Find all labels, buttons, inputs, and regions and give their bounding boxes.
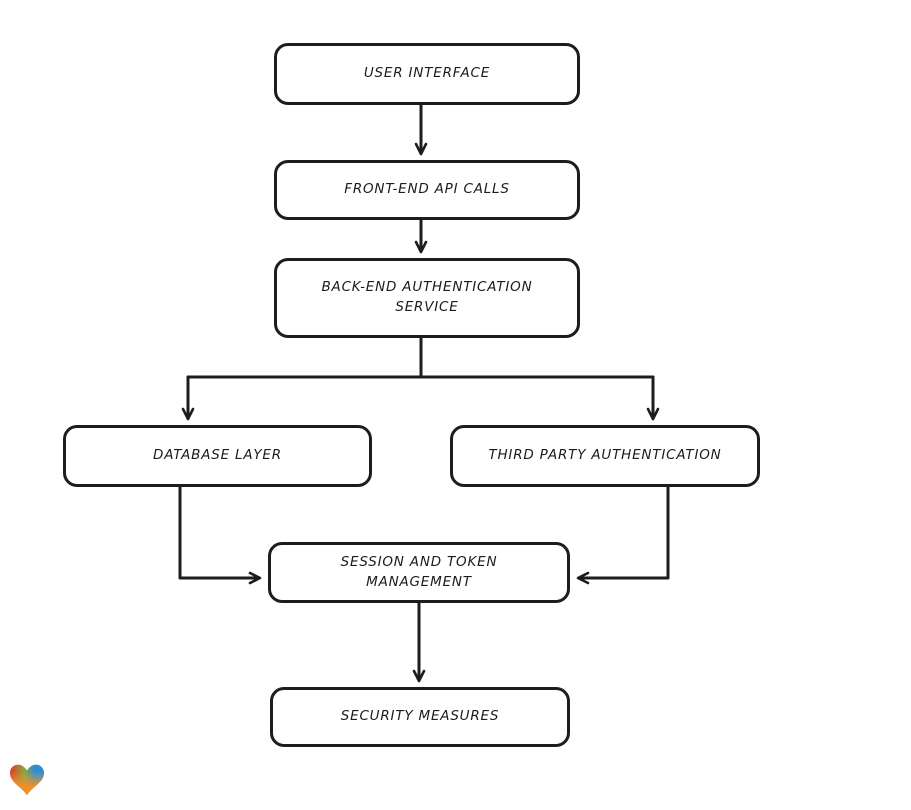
- node-label: BACK-END AUTHENTICATION SERVICE: [321, 279, 533, 315]
- node-label: SECURITY MEASURES: [340, 708, 500, 725]
- node-label: USER INTERFACE: [363, 65, 491, 82]
- node-label: SESSION AND TOKEN MANAGEMENT: [340, 553, 498, 590]
- node-front-end-api-calls: FRONT-END API CALLS: [274, 160, 580, 220]
- node-label: FRONT-END API CALLS: [344, 181, 510, 198]
- node-user-interface: USER INTERFACE: [274, 43, 580, 105]
- heart-icon: [10, 764, 44, 796]
- edge-database-to-session: [178, 485, 262, 585]
- node-security-measures: SECURITY MEASURES: [270, 687, 570, 747]
- edge-backend-branch: [186, 336, 655, 379]
- edge-thirdparty-to-session: [576, 485, 670, 585]
- node-third-party-authentication: THIRD PARTY AUTHENTICATION: [450, 425, 760, 487]
- node-label: DATABASE LAYER: [153, 447, 282, 464]
- node-label: THIRD PARTY AUTHENTICATION: [488, 447, 722, 464]
- node-database-layer: DATABASE LAYER: [63, 425, 372, 487]
- node-back-end-authentication-service: BACK-END AUTHENTICATION SERVICE: [274, 258, 580, 338]
- node-session-and-token-management: SESSION AND TOKEN MANAGEMENT: [268, 542, 570, 603]
